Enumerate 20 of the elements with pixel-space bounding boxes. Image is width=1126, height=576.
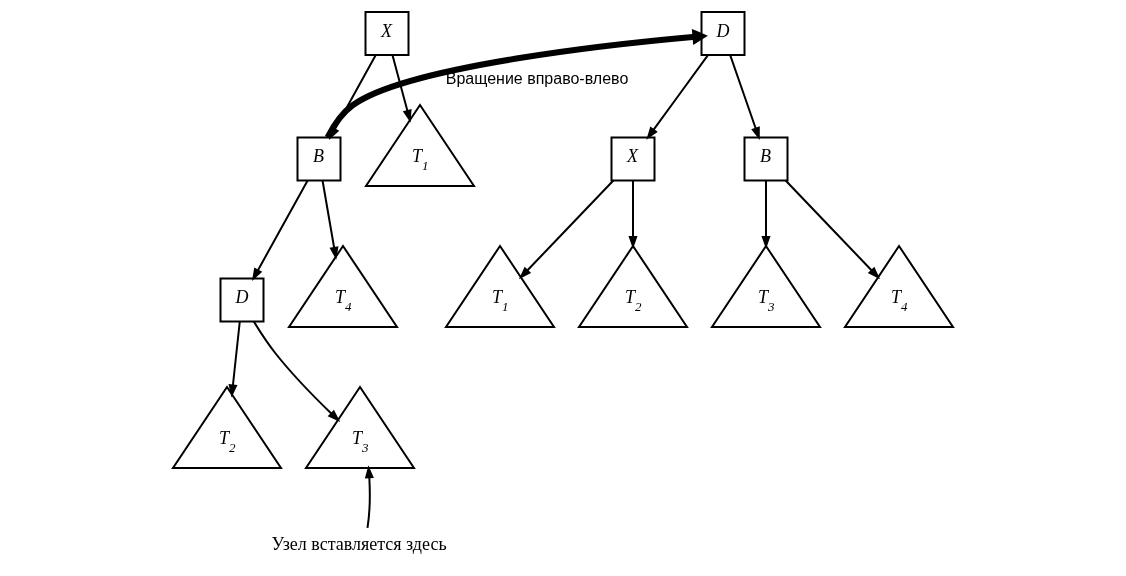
arrow xyxy=(391,54,412,123)
arrow xyxy=(628,179,638,249)
node-box: B xyxy=(296,136,342,182)
arrow xyxy=(252,320,341,422)
arrow xyxy=(364,465,374,529)
arrow xyxy=(228,320,241,398)
node-box: D xyxy=(219,277,265,323)
arrow xyxy=(761,179,771,249)
node-box: X xyxy=(610,136,656,182)
arrow xyxy=(518,179,615,280)
node-box: D xyxy=(700,11,746,56)
arrow xyxy=(646,54,709,140)
arrow xyxy=(321,179,339,260)
node-box: X xyxy=(364,11,410,56)
node-text: Узел вставляется здесь xyxy=(271,534,447,555)
arrow xyxy=(784,179,881,280)
arrow xyxy=(729,54,760,141)
node-box: B xyxy=(743,136,789,182)
edge-label: Вращение вправо-влево xyxy=(445,69,629,87)
arrow xyxy=(251,179,309,282)
